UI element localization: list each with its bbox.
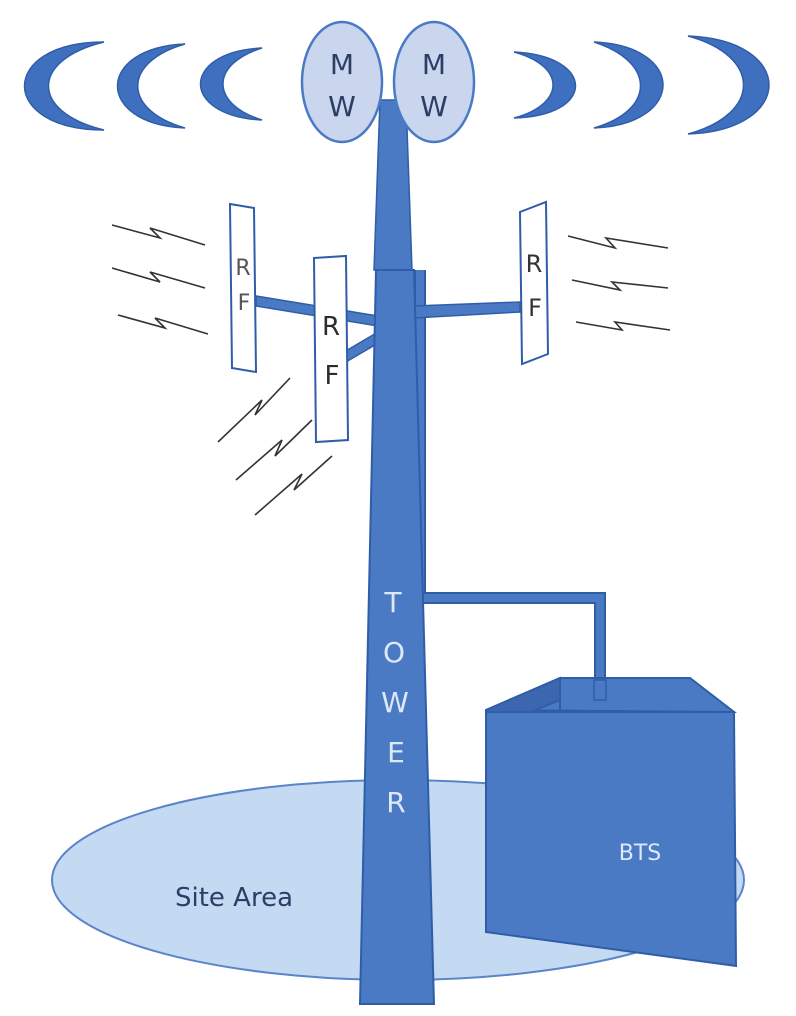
rf-signal-left-1 [111, 224, 206, 246]
bts-label: BTS [619, 841, 662, 866]
wave-left-outer [23, 41, 105, 131]
rf-right-line1: R [526, 250, 543, 278]
mw-dish-right-line1: M [422, 48, 446, 81]
rf-signal-lower-2 [235, 419, 313, 481]
microwave-signal-waves-left [23, 41, 263, 131]
rf-left-line1: R [235, 256, 250, 281]
rf-front-line1: R [322, 312, 340, 342]
microwave-dish-left: M W [300, 20, 384, 144]
microwave-dish-right: M W [392, 20, 476, 144]
rf-antenna-front: R F [312, 254, 350, 444]
bts-cabinet: BTS [485, 676, 738, 968]
bts-front-face [485, 711, 738, 968]
rf-signal-right-3 [575, 320, 671, 332]
rf-signal-right-2 [571, 279, 669, 292]
tower-body [358, 269, 436, 1005]
wave-right-outer [687, 35, 770, 135]
microwave-signal-waves-right [513, 35, 770, 135]
mw-dish-left-line1: M [330, 48, 354, 81]
rf-signal-right-1 [567, 235, 669, 250]
rf-antenna-right: R F [518, 200, 550, 366]
rf-right-line2: F [528, 294, 542, 322]
mw-dish-left-line2: W [328, 90, 356, 123]
arm-right [413, 301, 521, 319]
tower-letter-2: O [383, 636, 405, 669]
tower-label: T O W E R [381, 586, 409, 819]
rf-signal-lower-1 [217, 377, 291, 443]
rf-antenna-left: R F [228, 202, 258, 374]
mw-dish-right-line2: W [420, 90, 448, 123]
rf-signal-lower-3 [254, 455, 333, 516]
tower-letter-5: R [386, 786, 405, 819]
rf-signal-left-3 [117, 314, 209, 335]
tower-letter-1: T [383, 586, 402, 619]
wave-right-inner [513, 51, 576, 119]
rf-signal-left-2 [111, 267, 206, 289]
wave-right-middle [593, 41, 664, 129]
rf-front-line2: F [325, 361, 340, 391]
bts-cable-entry [593, 679, 607, 701]
rf-left-line2: F [238, 291, 251, 316]
tower-letter-3: W [381, 686, 409, 719]
rf-signal-marks [111, 224, 671, 516]
wave-left-middle [116, 43, 186, 129]
site-area-label: Site Area [175, 883, 293, 913]
tower-letter-4: E [387, 736, 405, 769]
bts-feeder-cable [414, 270, 606, 690]
wave-left-inner [199, 47, 263, 121]
